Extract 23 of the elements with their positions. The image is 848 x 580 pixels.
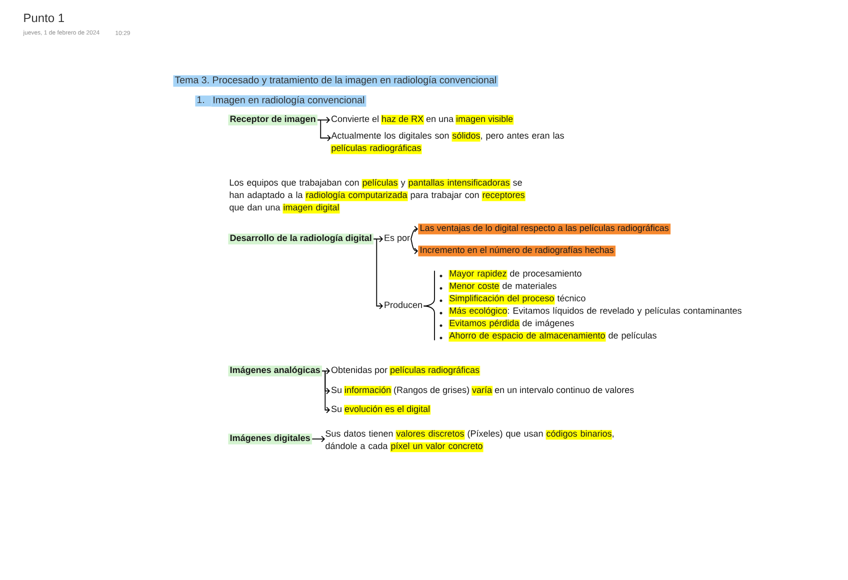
elbow-arrow <box>322 370 330 414</box>
highlighted-text: Incremento en el número de radiografías hechas <box>418 246 616 256</box>
elbow-arrow <box>317 120 331 142</box>
section-heading: Tema 3. Procesado y tratamiento de la imagen en radiología convencional <box>173 75 498 87</box>
text-line: Obtenidas por películas radiográficas <box>331 366 480 376</box>
highlighted-heading: Receptor de imagen <box>228 114 318 126</box>
curved-arrow <box>410 238 418 254</box>
text-line: Convierte el haz de RX en una imagen visible <box>331 114 514 125</box>
page-title: Punto 1 <box>24 14 64 22</box>
text-label: Es por <box>384 234 410 243</box>
highlighted-heading: Imágenes digitales <box>228 434 312 444</box>
highlighted-heading: Imágenes analógicas <box>228 366 322 376</box>
highlighted-heading: Desarrollo de la radiología digital <box>228 234 374 244</box>
curly-brace <box>423 270 435 341</box>
arrow <box>312 436 325 442</box>
curved-arrow <box>410 226 418 240</box>
list-number: 1. <box>195 96 212 106</box>
paragraph-text: Los equipos que trabajaban con películas y pantallas intensificadoras se han adaptado a la radiología computarizada para trabajar con receptores que dan una imagen digital <box>230 178 526 214</box>
text-line: Su evolución es el digital <box>331 404 431 415</box>
highlighted-text: Las ventajas de lo digital respecto a las películas radiográficas <box>418 224 671 234</box>
text-line: Su información (Rangos de grises) varía en un intervalo continuo de valores <box>331 386 634 396</box>
elbow-arrow <box>373 238 383 310</box>
text-label: Producen <box>384 301 422 308</box>
